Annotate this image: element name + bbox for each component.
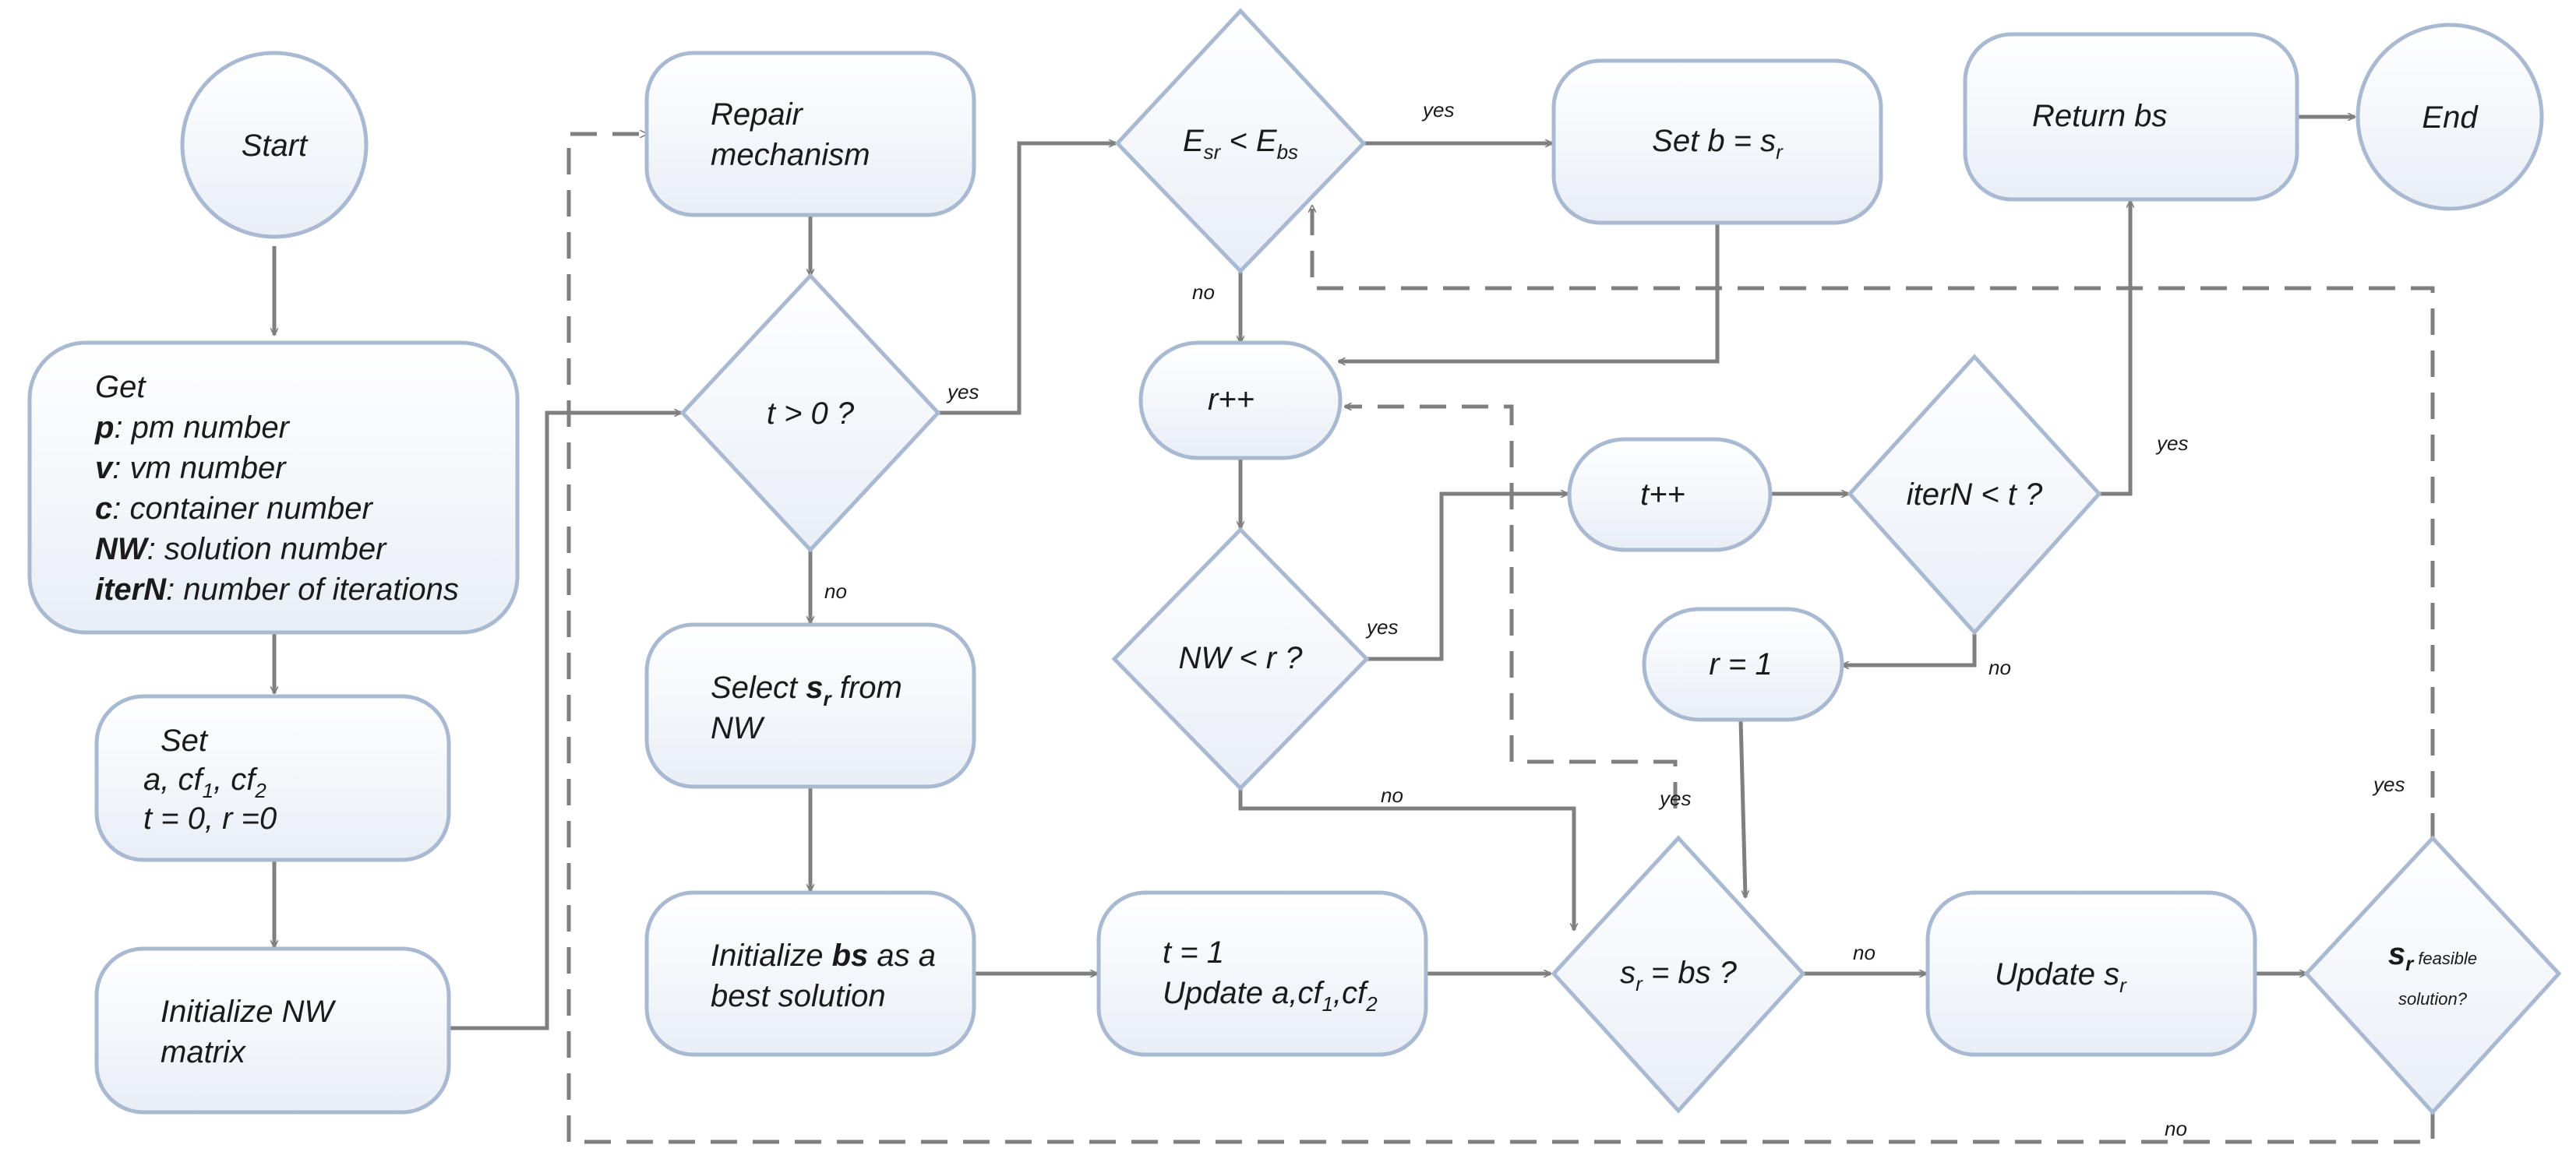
sr-feasible-line1: sr feasible (2388, 937, 2477, 975)
set-b-node: Set b = sr (1551, 58, 1883, 225)
update-sr-node: Update sr (1925, 890, 2257, 1057)
select-sr-line1: Select sr from (711, 671, 902, 710)
return-bs-node: Return bs (1963, 32, 2299, 202)
nw-lt-r-label: NW < r ? (1179, 641, 1304, 675)
r-inc-node: r++ (1138, 340, 1343, 460)
repair-line1: Repair (711, 97, 804, 132)
solid-connectors (274, 117, 2355, 1030)
end-node: End (2355, 23, 2544, 211)
set-line2: t = 0, r =0 (143, 801, 277, 836)
get-title: Get (95, 370, 146, 404)
select-sr-line2: NW (711, 711, 765, 745)
update-sr-label: Update sr (1995, 957, 2127, 997)
init-nw-node: Initialize NW matrix (94, 946, 451, 1115)
set-line1: a, cf1, cf2 (143, 763, 266, 802)
set-node: Set a, cf1, cf2 t = 0, r =0 (94, 694, 451, 862)
edge-srbs-yes-rinc (1345, 407, 1678, 808)
edge-setb-rinc (1339, 223, 1720, 361)
set-title: Set (161, 724, 209, 758)
edge-init-t (449, 413, 681, 1030)
get-line-p: p: pm number (94, 410, 291, 445)
itern-lt-t-label: iterN < t ? (1907, 477, 2043, 512)
start-node: Start (180, 51, 369, 239)
label-no-iter: no (1988, 656, 2011, 679)
t-eq-1-line1: t = 1 (1163, 935, 1224, 970)
return-bs-label: Return bs (2032, 99, 2167, 133)
r-eq-1-node: r = 1 (1642, 607, 1844, 722)
init-bs-line1: Initialize bs as a (711, 939, 936, 973)
label-yes-nw: yes (1365, 615, 1398, 639)
sr-eq-bs-decision: sr = bs ? (1551, 835, 1806, 1114)
repair-line2: mechanism (711, 138, 870, 172)
init-bs-line2: best solution (711, 979, 886, 1013)
t-inc-label: t++ (1640, 477, 1685, 512)
t-inc-node: t++ (1567, 437, 1773, 552)
label-no-t: no (824, 579, 847, 603)
label-yes-sr: yes (1658, 787, 1691, 810)
end-label: End (2422, 100, 2479, 135)
edge-labels: yes no yes no yes no yes no yes no yes n… (824, 98, 2405, 1140)
edge-nw-srbs (1238, 788, 1574, 930)
nw-lt-r-decision: NW < r ? (1111, 527, 1370, 791)
init-nw-line1: Initialize NW (161, 995, 337, 1029)
get-line-itern: iterN: number of iterations (95, 572, 459, 607)
t-gt-0-decision: t > 0 ? (679, 273, 941, 553)
edge-t-esr (938, 143, 1116, 415)
edge-feasible-no-repair (566, 134, 2435, 1144)
r-eq-1-label: r = 1 (1709, 647, 1772, 682)
label-no-feas: no (2165, 1117, 2187, 1140)
r-inc-label: r++ (1208, 382, 1254, 417)
label-yes-iter: yes (2155, 432, 2188, 455)
select-sr-node: Select sr from NW (644, 622, 976, 789)
t-gt-0-label: t > 0 ? (767, 396, 855, 431)
esr-lt-ebs-label: Esr < Ebs (1183, 124, 1298, 164)
itern-lt-t-decision: iterN < t ? (1847, 354, 2102, 636)
get-line-v: v: vm number (95, 451, 287, 485)
start-label: Start (242, 129, 309, 163)
set-b-label: Set b = sr (1652, 124, 1784, 164)
get-line-nw: NW: solution number (95, 532, 387, 566)
edge-iter-r1 (1842, 634, 1977, 665)
sr-feasible-decision: sr feasible solution? (2303, 835, 2562, 1115)
edge-nw-tinc (1367, 494, 1568, 661)
edge-feasible-yes-esr (1312, 206, 2435, 840)
label-yes-esr: yes (1421, 98, 1454, 122)
t-eq-1-line2: Update a,cf1,cf2 (1163, 976, 1378, 1016)
dashed-connectors (566, 134, 2435, 1144)
t-eq-1-node: t = 1 Update a,cf1,cf2 (1096, 890, 1428, 1057)
label-no-esr: no (1192, 280, 1215, 304)
get-node: Get p: pm number v: vm number c: contain… (27, 340, 520, 635)
esr-lt-ebs-decision: Esr < Ebs (1114, 8, 1367, 274)
edge-iter-return (2098, 201, 2130, 496)
sr-eq-bs-label: sr = bs ? (1620, 956, 1738, 995)
label-no-sr: no (1853, 941, 1876, 964)
get-line-c: c: container number (95, 491, 373, 526)
init-nw-line2: matrix (161, 1035, 247, 1069)
label-yes-feas: yes (2372, 773, 2405, 796)
label-no-nw: no (1381, 784, 1403, 807)
sr-feasible-line2: solution? (2398, 989, 2468, 1009)
edge-r1-srbs (1738, 719, 1745, 897)
init-bs-node: Initialize bs as a best solution (644, 890, 976, 1057)
label-yes-t: yes (946, 380, 979, 403)
repair-node: Repair mechanism (644, 51, 976, 217)
